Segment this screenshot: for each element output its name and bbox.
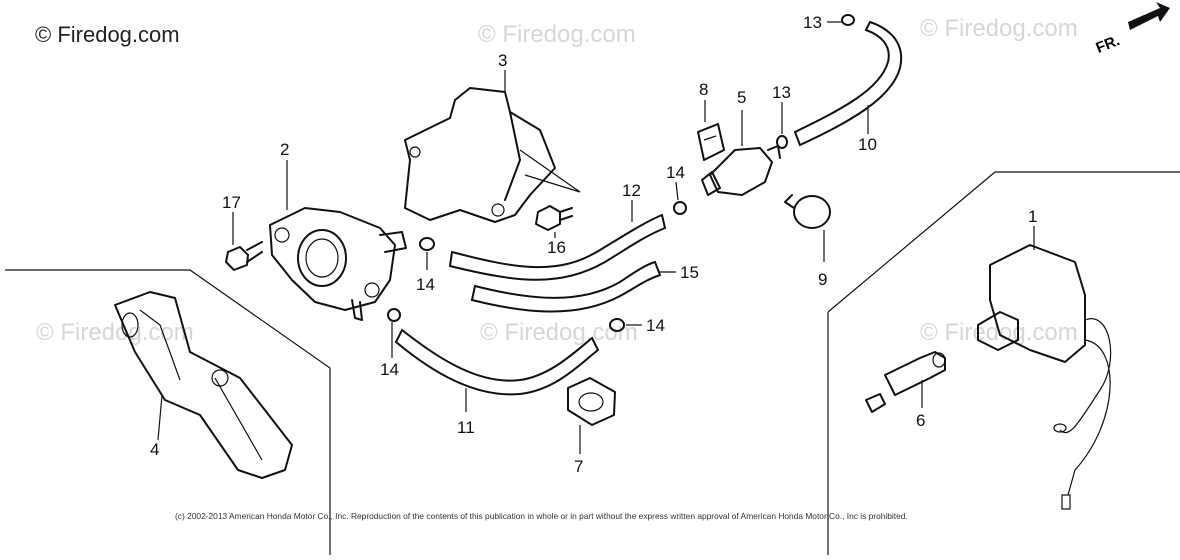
part-14-clip-a	[419, 237, 435, 251]
callout-14-c: 14	[646, 316, 665, 335]
part-1-ignition-coil	[977, 244, 1112, 510]
callout-2: 2	[280, 140, 289, 159]
callout-13-top: 13	[803, 13, 822, 32]
part-13-clip-middle	[776, 135, 788, 149]
watermark-faint-top-right: © Firedog.com	[920, 15, 1078, 42]
callout-5: 5	[737, 88, 746, 107]
callout-14-b: 14	[380, 360, 399, 379]
part-4-mounting-bracket	[114, 291, 293, 479]
hose-11	[394, 328, 600, 396]
section-divider-right-top	[827, 171, 1180, 313]
hose-15	[470, 260, 662, 313]
part-14-clip-d	[673, 201, 687, 215]
callout-14-a: 14	[416, 275, 435, 294]
callout-15: 15	[680, 263, 699, 282]
callout-10: 10	[858, 135, 877, 154]
copyright-notice: (c) 2002-2013 American Honda Motor Co., …	[175, 511, 908, 521]
hose-12	[448, 213, 667, 281]
part-3-cover-bracket	[404, 87, 581, 223]
part-7-grommet	[567, 377, 616, 426]
callout-4: 4	[150, 440, 159, 459]
part-16-bolt	[535, 205, 573, 231]
part-14-clip-c	[609, 318, 625, 332]
front-direction-arrow-icon	[1128, 2, 1170, 30]
part-13-clip-top	[841, 14, 855, 26]
part-9-hose-clamp	[784, 194, 831, 229]
leader-4	[157, 394, 163, 441]
watermark-faint-left: © Firedog.com	[36, 319, 194, 346]
callout-13-middle: 13	[772, 83, 791, 102]
part-6-fuel-filter	[865, 351, 946, 413]
front-direction-label: FR.	[1093, 32, 1122, 57]
section-divider-left	[5, 269, 331, 555]
callout-8: 8	[699, 80, 708, 99]
callout-12: 12	[622, 181, 641, 200]
part-14-clip-b	[387, 308, 401, 322]
callout-1: 1	[1028, 207, 1037, 226]
callout-7: 7	[574, 457, 583, 476]
callout-14-d: 14	[666, 163, 685, 182]
callout-3: 3	[498, 51, 507, 70]
callout-16: 16	[547, 238, 566, 257]
part-17-bolt	[225, 241, 263, 271]
part-2-fuel-pump	[269, 207, 407, 321]
callout-9: 9	[818, 270, 827, 289]
callout-6: 6	[916, 411, 925, 430]
watermark-main: © Firedog.com	[35, 22, 180, 47]
callout-11: 11	[457, 418, 475, 437]
hose-10	[793, 20, 903, 147]
watermark-faint-center: © Firedog.com	[480, 319, 638, 346]
part-5-fuel-valve	[701, 145, 781, 196]
part-8-clip	[697, 123, 725, 161]
callout-17: 17	[222, 193, 241, 212]
leader-14d	[675, 181, 679, 201]
watermark-faint-top-center: © Firedog.com	[478, 21, 636, 48]
